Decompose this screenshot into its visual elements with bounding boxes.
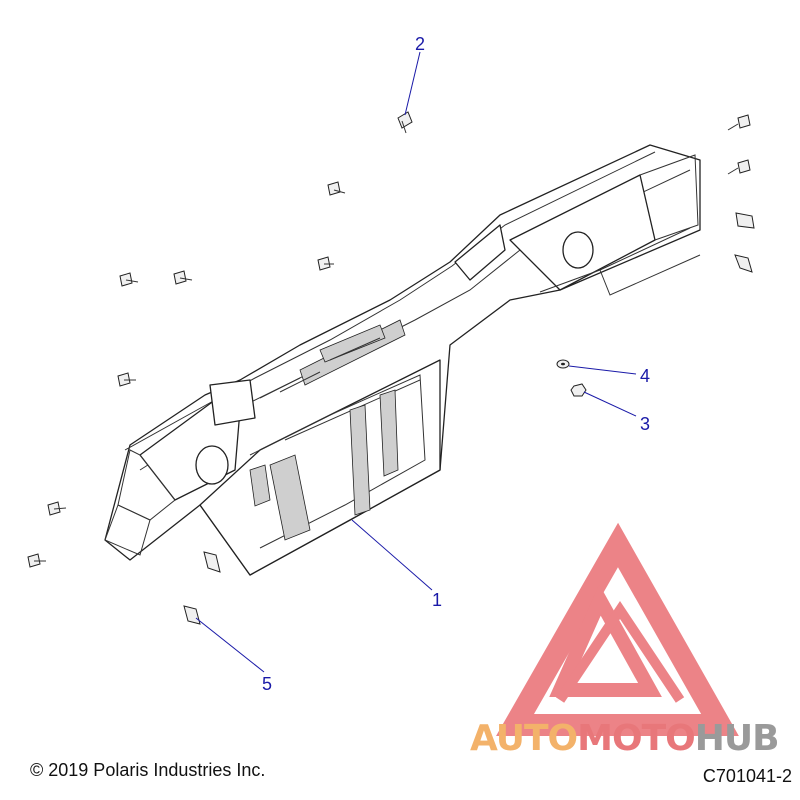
callout-5: 5 — [262, 674, 272, 694]
fastener-screw — [327, 181, 346, 196]
clip-retainer — [203, 551, 221, 573]
fastener-screw — [119, 272, 139, 287]
copyright-text: © 2019 Polaris Industries Inc. — [30, 760, 266, 780]
leader-line-2 — [404, 51, 421, 116]
fastener-screw — [727, 159, 751, 175]
callout-3: 3 — [640, 414, 650, 434]
callout-1: 1 — [432, 590, 442, 610]
callout-2: 2 — [415, 34, 425, 54]
leader-line-3 — [583, 391, 637, 417]
leader-line-5 — [195, 617, 265, 673]
nut-part-3 — [570, 383, 587, 397]
leader-line-1 — [351, 519, 433, 591]
clip-part-5 — [183, 605, 201, 625]
clip-retainer — [735, 212, 755, 229]
fastener-screw — [117, 372, 136, 387]
fastener-screw — [173, 270, 193, 285]
fastener-screw — [317, 256, 334, 271]
watermark-logo — [496, 522, 739, 736]
leader-line-4 — [568, 365, 637, 375]
washer-part-4 — [556, 359, 570, 369]
callout-4: 4 — [640, 366, 650, 386]
dash-panel-part — [104, 144, 701, 576]
fastener-screw — [47, 501, 67, 516]
watermark-text: AUTOMOTOHUB — [470, 718, 780, 759]
fastener-screw-top — [397, 111, 413, 134]
part-number: C701041-2 — [702, 766, 792, 786]
clip-retainer — [734, 254, 753, 273]
fastener-screw — [27, 553, 46, 568]
fastener-screw — [727, 114, 751, 131]
